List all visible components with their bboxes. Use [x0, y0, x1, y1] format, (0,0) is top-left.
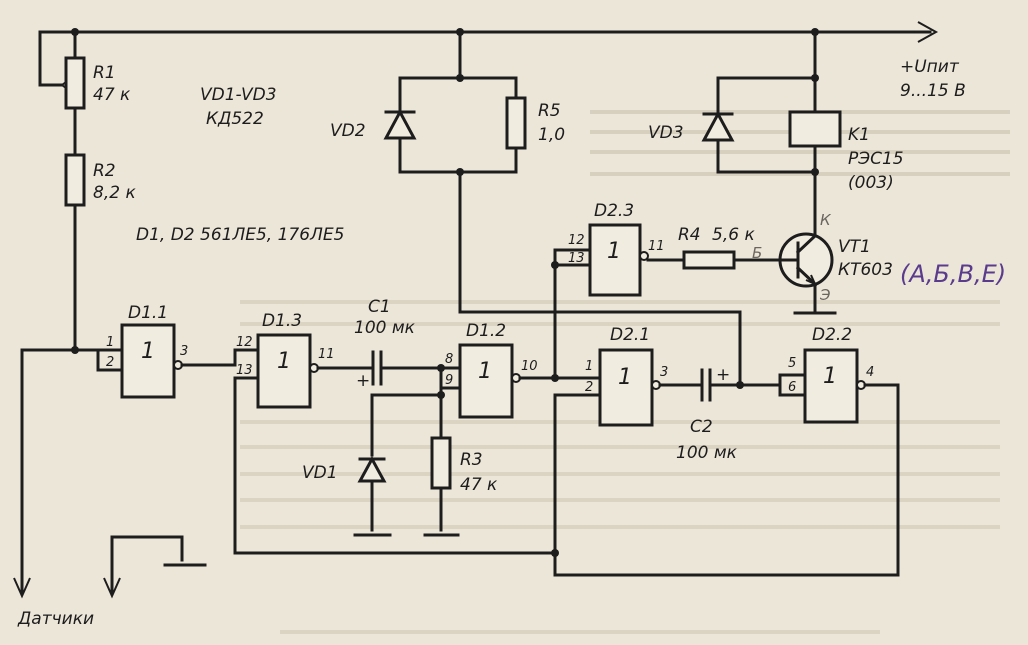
gate-d2-2-pin6: 6	[788, 380, 796, 395]
gate-d2-3	[588, 223, 642, 297]
vd1-label: VD1	[302, 463, 338, 483]
gate-d2-2	[803, 348, 859, 424]
gate-d2-3-pin11: 11	[648, 239, 665, 254]
r3-resistor	[430, 436, 452, 490]
gate-d2-3-pin13: 13	[568, 251, 585, 266]
gate-d1-2-name: D1.2	[466, 321, 506, 341]
k1-type: РЭС15	[848, 149, 904, 169]
gate-d2-2-symbol: 1	[823, 364, 837, 389]
vt1-handwritten-b: Б	[752, 244, 762, 262]
r4-name: R4	[678, 225, 701, 245]
gate-d1-2	[458, 343, 514, 419]
r1-value: 47 к	[93, 85, 131, 105]
gate-d1-2-pin10: 10	[521, 359, 538, 374]
r3-name: R3	[460, 450, 483, 470]
sensors-label: Датчики	[17, 609, 94, 629]
ics-note: D1, D2 561ЛЕ5, 176ЛЕ5	[136, 225, 344, 245]
gate-d2-1-pin2: 2	[585, 380, 593, 395]
vd2-diode	[383, 108, 417, 140]
r2-resistor	[64, 153, 86, 207]
c1-name: C1	[368, 297, 391, 317]
vd3-label: VD3	[648, 123, 684, 143]
c2-name: C2	[690, 417, 713, 437]
vt1-name: VT1	[838, 237, 871, 257]
r2-name: R2	[93, 161, 116, 181]
gate-d1-3-symbol: 1	[277, 349, 291, 374]
vt1-handwritten-suffix: (А,Б,В,Е)	[900, 260, 1006, 288]
r2-value: 8,2 к	[93, 183, 136, 203]
r1-name: R1	[93, 63, 116, 83]
r5-resistor	[505, 96, 527, 150]
gate-d1-1-symbol: 1	[141, 339, 155, 364]
diodes-title: VD1-VD3	[200, 85, 277, 105]
gate-d1-2-pin8: 8	[445, 352, 453, 367]
gate-d2-2-pin4: 4	[866, 365, 874, 380]
gate-d1-1	[120, 323, 176, 399]
vt1-handwritten-e: Э	[819, 286, 831, 304]
k1-variant: (003)	[848, 173, 894, 193]
r5-value: 1,0	[538, 125, 565, 145]
gate-d2-1-pin1: 1	[585, 359, 593, 374]
r5-name: R5	[538, 101, 561, 121]
vd1-diode	[357, 455, 387, 483]
vd3-diode	[701, 110, 735, 142]
gate-d1-1-pin3: 3	[180, 344, 188, 359]
gate-d2-3-pin12: 12	[568, 233, 585, 248]
gate-d1-3-pin12: 12	[236, 335, 253, 350]
power-label: +Uпит	[900, 57, 960, 77]
gate-d2-2-pin5: 5	[788, 356, 796, 371]
gate-d2-2-name: D2.2	[812, 325, 852, 345]
power-range: 9...15 В	[900, 81, 966, 101]
gate-d2-1-pin3: 3	[660, 365, 668, 380]
k1-name: K1	[848, 125, 870, 145]
diodes-type: КД522	[206, 109, 264, 129]
c1-value: 100 мк	[354, 318, 416, 338]
gate-d1-3-pin11: 11	[318, 347, 335, 362]
r3-value: 47 к	[460, 475, 498, 495]
gate-d2-1-symbol: 1	[618, 365, 632, 390]
gate-d1-2-symbol: 1	[478, 359, 492, 384]
vd2-label: VD2	[330, 121, 366, 141]
power-rail	[38, 21, 939, 87]
gate-d2-3-name: D2.3	[594, 201, 634, 221]
r4-resistor	[682, 250, 736, 270]
c2-value: 100 мк	[676, 443, 738, 463]
vt1-handwritten-k: К	[820, 211, 832, 229]
gate-d1-1-pin2: 2	[106, 355, 114, 370]
c1-polarity: +	[356, 371, 370, 391]
gate-d2-3-symbol: 1	[607, 239, 621, 264]
gate-d2-1-name: D2.1	[610, 325, 650, 345]
r4-value: 5,6 к	[712, 225, 755, 245]
vt1-type: КТ603	[838, 260, 893, 280]
c2-polarity: +	[716, 365, 730, 385]
r1-resistor	[64, 56, 86, 110]
gate-d1-2-pin9: 9	[445, 373, 453, 388]
gate-d1-1-pin1: 1	[106, 335, 114, 350]
gate-d1-1-name: D1.1	[128, 303, 168, 323]
k1-relay-coil	[788, 110, 842, 148]
gate-d1-3-name: D1.3	[262, 311, 302, 331]
gate-d1-3-pin13: 13	[236, 363, 253, 378]
